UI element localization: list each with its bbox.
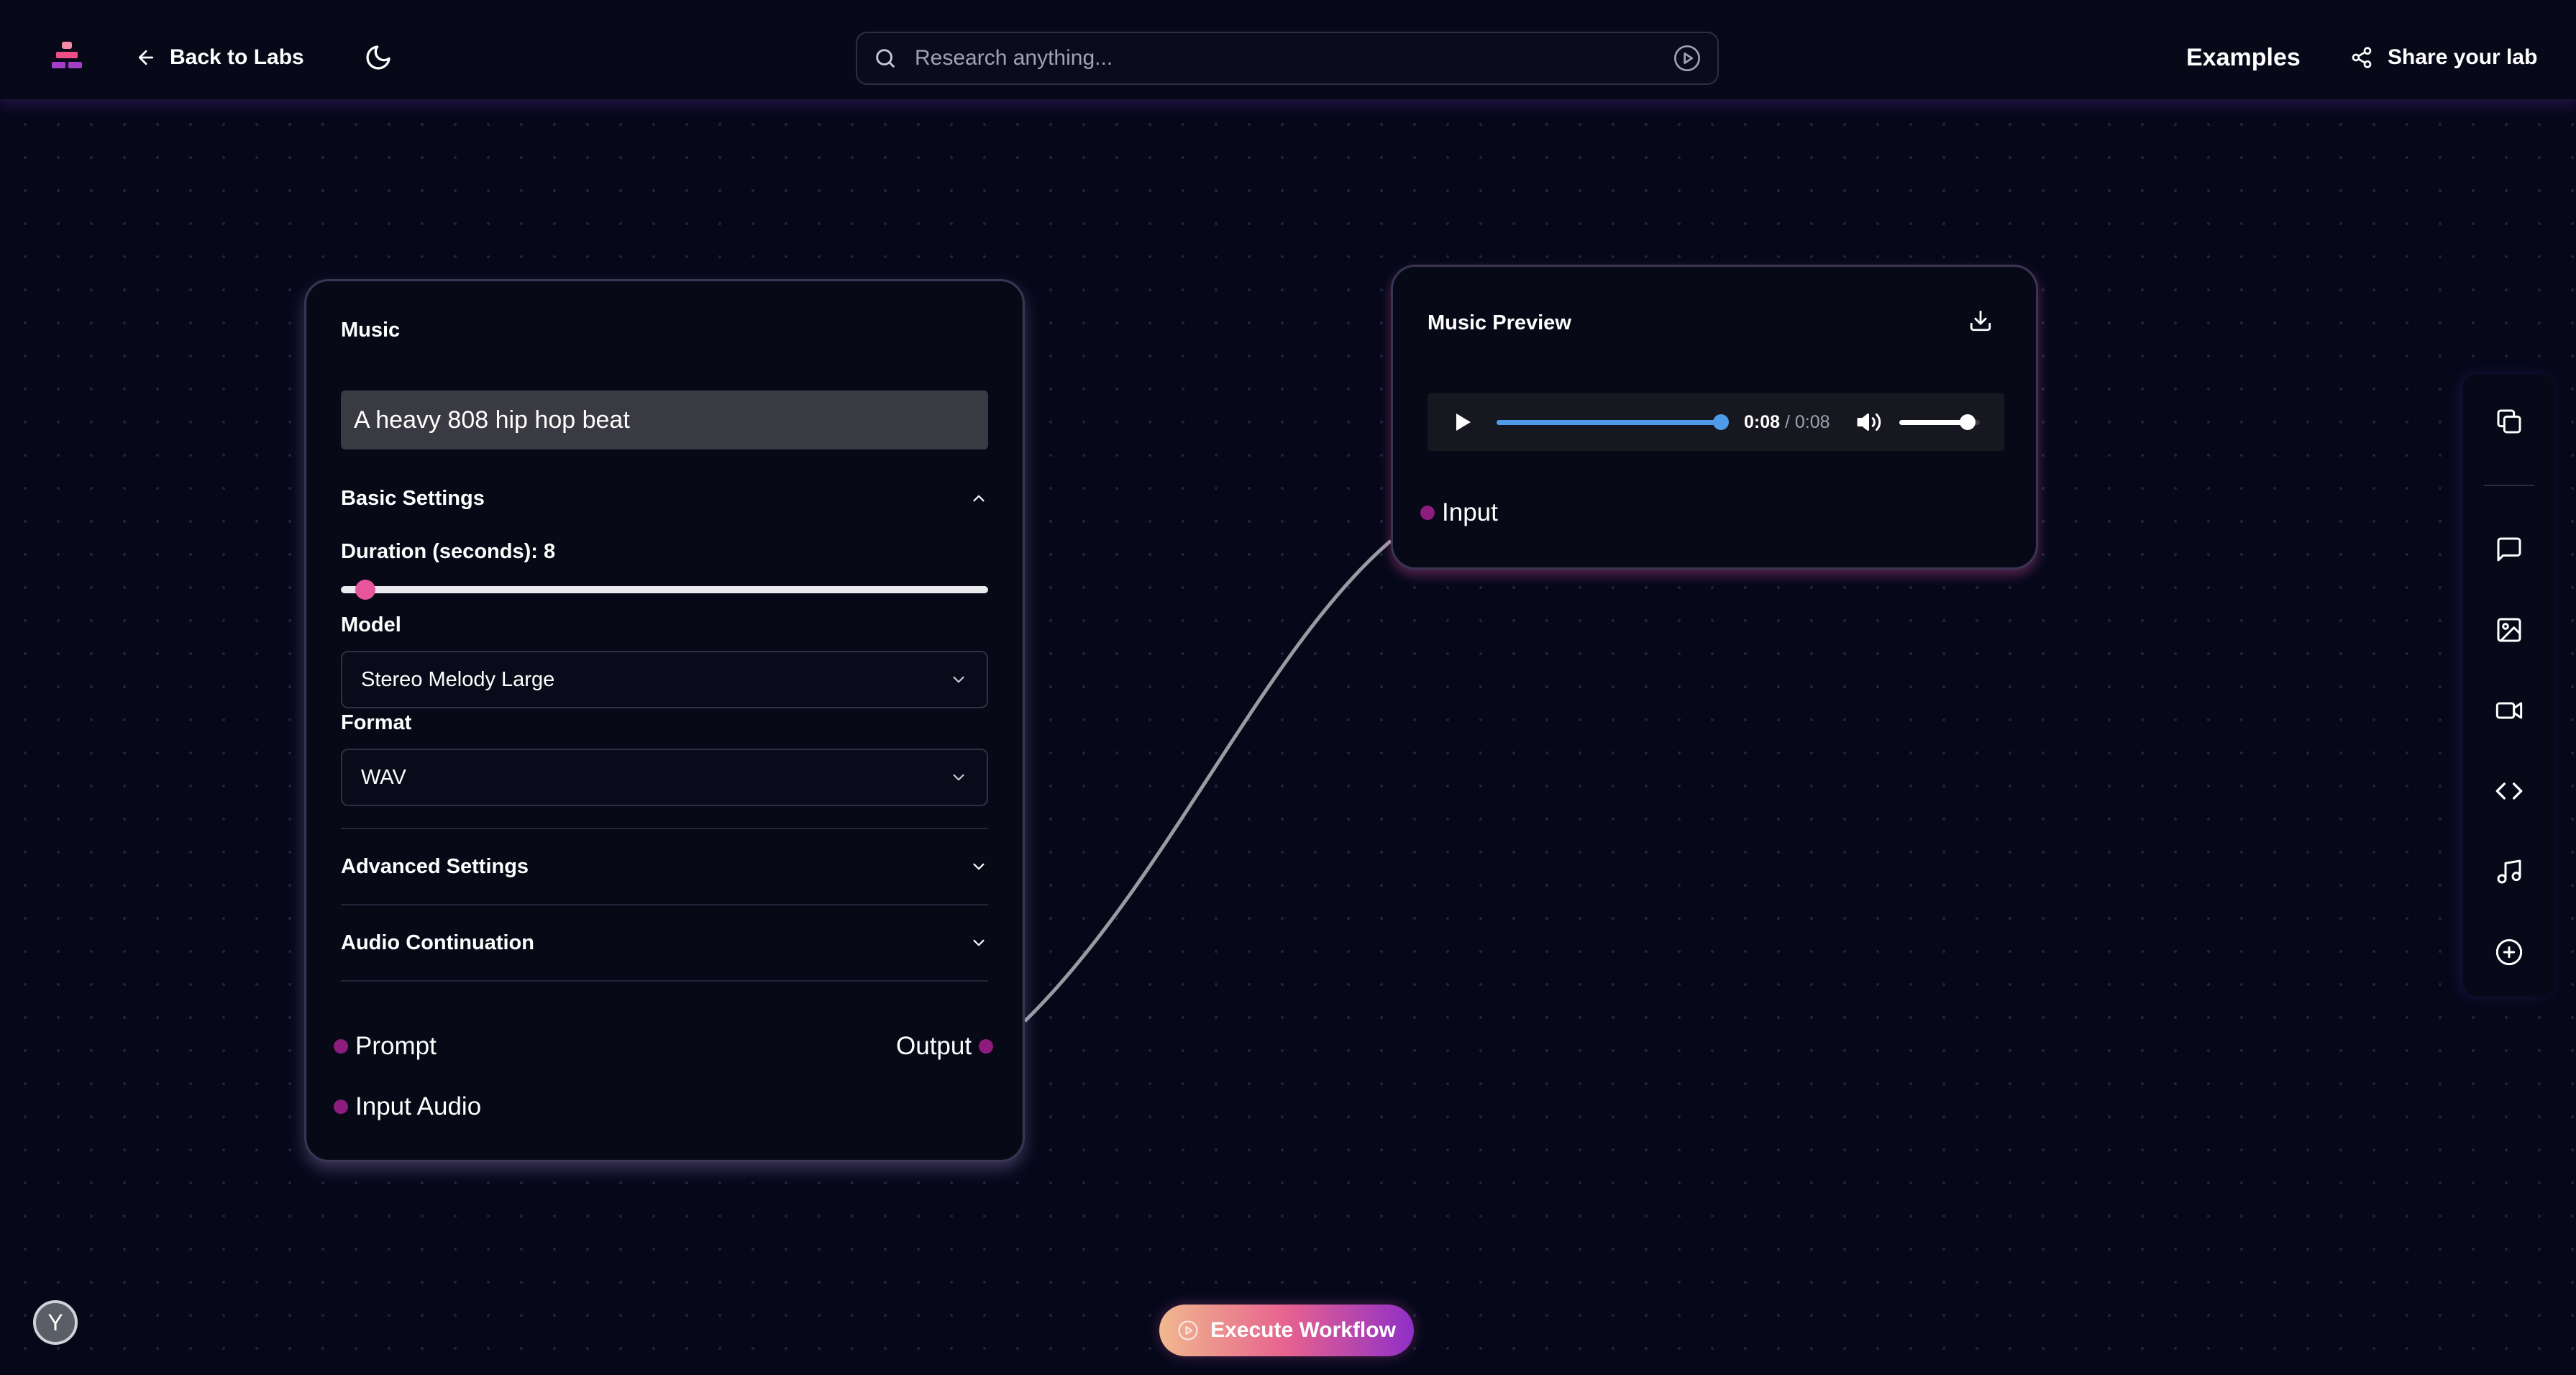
music-node[interactable]: Music A heavy 808 hip hop beat Basic Set… — [304, 279, 1025, 1162]
format-select-value: WAV — [361, 765, 406, 789]
prompt-port-dot[interactable] — [334, 1039, 348, 1054]
moon-icon[interactable] — [364, 43, 393, 72]
search-bar — [856, 32, 1719, 85]
music-prompt-input[interactable]: A heavy 808 hip hop beat — [341, 390, 988, 449]
chevron-down-icon — [953, 676, 964, 683]
input-audio-port-label: Input Audio — [355, 1092, 482, 1120]
text-node-tool[interactable] — [2495, 535, 2524, 564]
image-node-tool[interactable] — [2495, 616, 2524, 644]
share-lab-button[interactable]: Share your lab — [2350, 42, 2537, 73]
chevron-down-icon — [953, 774, 964, 781]
right-toolbar — [2462, 374, 2556, 997]
advanced-settings-toggle[interactable]: Advanced Settings — [341, 852, 988, 881]
play-icon[interactable] — [1451, 411, 1474, 434]
section-divider — [341, 828, 988, 829]
arrow-left-icon — [138, 50, 154, 65]
prompt-port: Prompt — [334, 1032, 437, 1061]
chevron-up-icon — [973, 495, 985, 502]
preview-input-port-dot[interactable] — [1420, 506, 1435, 520]
output-port-dot[interactable] — [979, 1039, 994, 1054]
music-node-title: Music — [341, 319, 401, 342]
seek-bar[interactable] — [1497, 414, 1729, 430]
execute-workflow-button[interactable]: Execute Workflow — [1159, 1305, 1414, 1356]
model-select-value: Stereo Melody Large — [361, 667, 555, 691]
code-icon — [2495, 782, 2523, 800]
preview-input-port: Input — [1420, 498, 1498, 527]
format-select[interactable]: WAV — [341, 749, 988, 806]
preview-input-port-label: Input — [1442, 498, 1498, 526]
plus-circle-icon — [2495, 938, 2523, 966]
seek-bar-fill — [1497, 420, 1721, 425]
total-duration: 0:08 — [1794, 412, 1830, 432]
chat-icon — [2497, 537, 2521, 562]
model-label: Model — [341, 613, 401, 636]
prompt-port-label: Prompt — [355, 1032, 437, 1060]
video-icon — [2495, 702, 2523, 719]
lab-logo-icon[interactable] — [50, 40, 83, 73]
image-icon — [2497, 618, 2521, 642]
duration-label: Duration (seconds): 8 — [341, 540, 556, 563]
play-circle-icon[interactable] — [1673, 44, 1702, 73]
music-note-icon — [2497, 859, 2521, 884]
seek-bar-thumb[interactable] — [1713, 414, 1729, 430]
input-audio-port-dot[interactable] — [334, 1100, 348, 1114]
duration-slider[interactable] — [341, 580, 988, 600]
volume-slider[interactable] — [1899, 414, 1980, 430]
music-node-tool[interactable] — [2495, 857, 2524, 886]
basic-settings-toggle[interactable]: Basic Settings — [341, 484, 988, 513]
basic-settings-label: Basic Settings — [341, 486, 485, 510]
section-divider — [341, 980, 988, 982]
section-divider — [341, 904, 988, 905]
code-node-tool[interactable] — [2495, 777, 2524, 805]
audio-continuation-toggle[interactable]: Audio Continuation — [341, 928, 988, 957]
model-select[interactable]: Stereo Melody Large — [341, 651, 988, 708]
volume-icon[interactable] — [1856, 409, 1882, 435]
video-node-tool[interactable] — [2495, 696, 2524, 725]
copy-icon — [2497, 409, 2521, 434]
user-avatar[interactable]: Y — [33, 1300, 78, 1345]
back-to-labs-button[interactable]: Back to Labs — [135, 42, 304, 73]
output-port-label: Output — [896, 1032, 972, 1060]
toolbar-divider — [2484, 485, 2534, 486]
volume-slider-fill — [1899, 420, 1968, 425]
music-preview-node[interactable]: Music Preview 0:08 / 0:08 Input — [1391, 265, 2038, 570]
chevron-down-icon — [973, 939, 985, 946]
time-separator: / — [1785, 412, 1790, 432]
back-to-labs-label: Back to Labs — [170, 45, 304, 69]
search-input[interactable] — [915, 46, 1673, 70]
advanced-settings-label: Advanced Settings — [341, 854, 529, 878]
examples-link[interactable]: Examples — [2186, 44, 2301, 71]
top-header: Back to Labs Examples Share your lab — [0, 0, 2576, 101]
download-icon[interactable] — [1968, 309, 1993, 333]
audio-continuation-label: Audio Continuation — [341, 931, 534, 954]
input-audio-port: Input Audio — [334, 1092, 481, 1121]
copy-tool[interactable] — [2495, 407, 2524, 436]
add-node-tool[interactable] — [2495, 938, 2524, 967]
chevron-down-icon — [973, 863, 985, 870]
share-icon — [2352, 47, 2372, 68]
play-circle-icon — [1178, 1320, 1198, 1340]
music-preview-title: Music Preview — [1428, 311, 1571, 334]
audio-player: 0:08 / 0:08 — [1428, 393, 2004, 451]
format-label: Format — [341, 711, 412, 734]
output-port: Output — [896, 1032, 994, 1061]
share-lab-label: Share your lab — [2388, 45, 2538, 69]
current-time: 0:08 — [1744, 412, 1781, 432]
duration-slider-thumb[interactable] — [355, 580, 376, 600]
execute-workflow-label: Execute Workflow — [1210, 1318, 1396, 1342]
volume-slider-thumb[interactable] — [1960, 414, 1976, 430]
search-icon — [876, 49, 895, 68]
playback-time: 0:08 / 0:08 — [1744, 411, 1830, 434]
